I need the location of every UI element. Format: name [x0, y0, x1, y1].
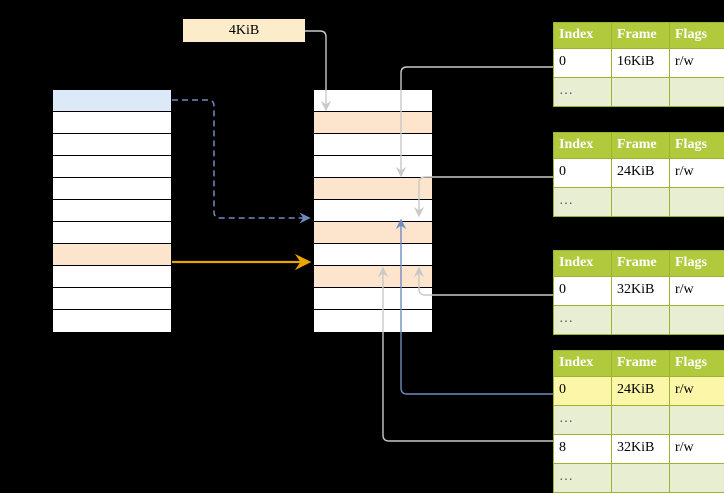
cell-index: 0 [554, 48, 612, 77]
cell-flags [670, 405, 724, 434]
cell-frame: 24KiB [612, 158, 670, 187]
phys-frame-row-8 [314, 266, 432, 288]
cell-frame: 32KiB [612, 434, 670, 463]
phys-frame-row-3 [314, 156, 432, 178]
phys-frame-row-9 [314, 288, 432, 310]
vaddr-page-row-10 [53, 310, 171, 332]
cell-index: 0 [554, 276, 612, 305]
virtual-address-space-column [52, 89, 172, 333]
cell-flags [670, 463, 724, 492]
column-header-frame: Frame [612, 133, 670, 159]
cell-frame [612, 187, 670, 216]
cell-index: 8 [554, 434, 612, 463]
physical-memory-column [313, 89, 433, 333]
cell-index: … [554, 463, 612, 492]
vaddr-page-row-1 [53, 112, 171, 134]
cell-frame [612, 463, 670, 492]
wire-table3-to-frame [419, 272, 553, 295]
phys-frame-row-7 [314, 244, 432, 266]
page-size-tag: 4KiB [183, 19, 305, 42]
column-header-flags: Flags [670, 351, 724, 377]
cell-flags [670, 77, 724, 106]
phys-frame-row-6 [314, 222, 432, 244]
column-header-index: Index [554, 23, 612, 49]
cell-index: … [554, 405, 612, 434]
cell-flags: r/w [670, 434, 724, 463]
cell-flags: r/w [670, 48, 724, 77]
vaddr-page-row-9 [53, 288, 171, 310]
column-header-flags: Flags [670, 133, 724, 159]
vaddr-page-row-4 [53, 178, 171, 200]
cell-flags [670, 305, 724, 334]
column-header-frame: Frame [612, 251, 670, 277]
vaddr-page-row-2 [53, 134, 171, 156]
column-header-frame: Frame [612, 351, 670, 377]
cell-index: 0 [554, 158, 612, 187]
cell-index: … [554, 77, 612, 106]
table-row: … [554, 187, 724, 216]
vaddr-page-row-0 [53, 90, 171, 112]
cell-frame: 16KiB [612, 48, 670, 77]
cell-flags: r/w [670, 376, 724, 405]
cell-frame: 24KiB [612, 376, 670, 405]
cell-frame [612, 77, 670, 106]
cell-frame [612, 405, 670, 434]
column-header-flags: Flags [670, 23, 724, 49]
vaddr-page-row-5 [53, 200, 171, 222]
phys-frame-row-10 [314, 310, 432, 332]
cell-flags [670, 187, 724, 216]
table-row: … [554, 463, 724, 492]
table-row: … [554, 305, 724, 334]
cell-index: … [554, 187, 612, 216]
table-row: … [554, 405, 724, 434]
vaddr-page-row-8 [53, 266, 171, 288]
cell-index: … [554, 305, 612, 334]
phys-frame-row-2 [314, 134, 432, 156]
cell-flags: r/w [670, 158, 724, 187]
vaddr-page-row-6 [53, 222, 171, 244]
vaddr-page-row-7 [53, 244, 171, 266]
column-header-flags: Flags [670, 251, 724, 277]
column-header-index: Index [554, 251, 612, 277]
cell-index: 0 [554, 376, 612, 405]
column-header-frame: Frame [612, 23, 670, 49]
cell-frame [612, 305, 670, 334]
phys-frame-row-5 [314, 200, 432, 222]
table-row: … [554, 77, 724, 106]
phys-frame-row-0 [314, 90, 432, 112]
wire-vaddr-row1-to-frame [172, 100, 305, 218]
column-header-index: Index [554, 133, 612, 159]
wire-table2-to-frame [419, 177, 553, 212]
vaddr-page-row-3 [53, 156, 171, 178]
column-header-index: Index [554, 351, 612, 377]
cell-frame: 32KiB [612, 276, 670, 305]
phys-frame-row-1 [314, 112, 432, 134]
phys-frame-row-4 [314, 178, 432, 200]
cell-flags: r/w [670, 276, 724, 305]
